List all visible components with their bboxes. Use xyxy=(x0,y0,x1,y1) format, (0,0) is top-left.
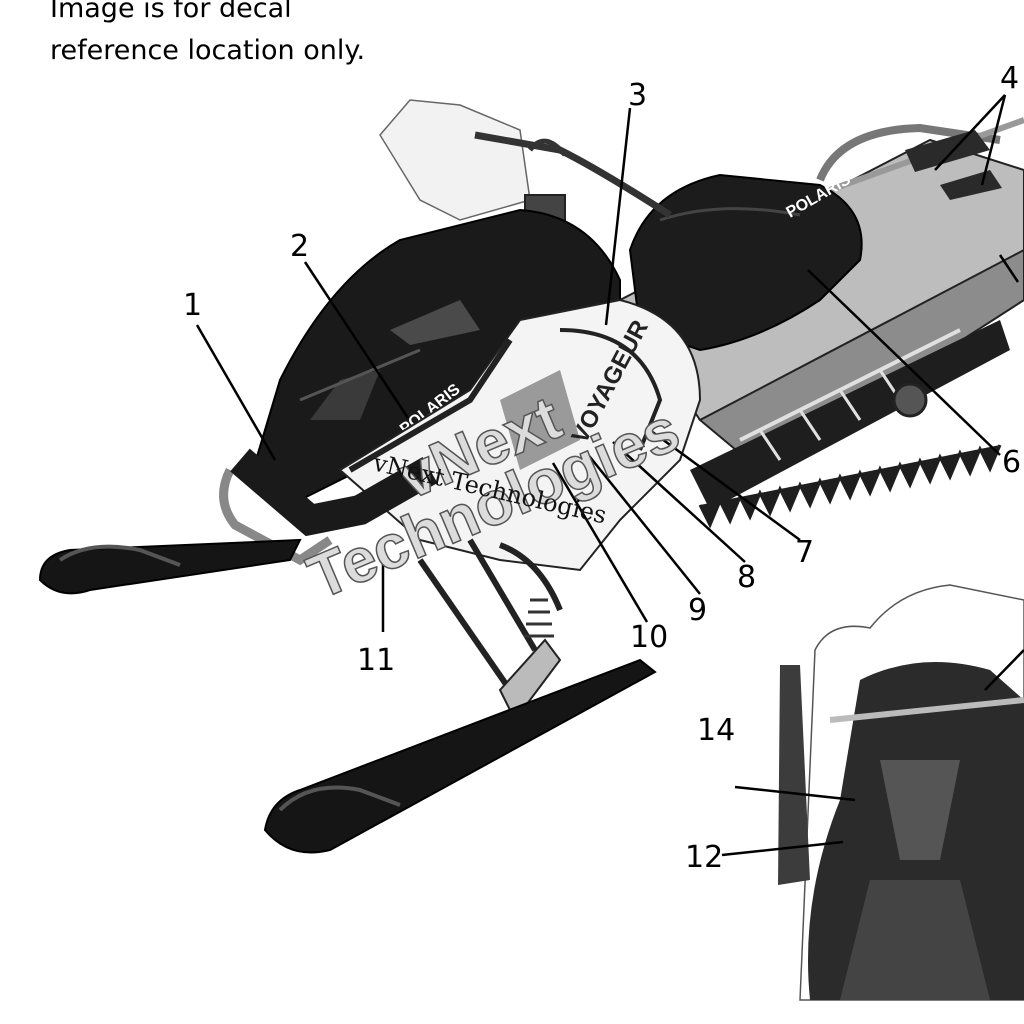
right-ski xyxy=(263,658,657,854)
callout-2: 2 xyxy=(290,229,309,264)
callout-7: 7 xyxy=(795,535,814,570)
callout-11: 11 xyxy=(357,643,395,678)
side-panel: VOYAGEUR xyxy=(338,298,702,572)
callout-leaders xyxy=(195,94,1024,857)
front-view-inset xyxy=(778,584,1024,1001)
reference-note-line2: reference location only. xyxy=(50,35,366,66)
windshield xyxy=(379,99,531,221)
reference-note-line1: Image is for decal xyxy=(50,0,292,24)
rear-rack-pads xyxy=(905,130,1002,200)
callout-14: 14 xyxy=(697,713,735,748)
front-suspension xyxy=(417,538,563,722)
reference-note: Image is for decal reference location on… xyxy=(50,0,365,72)
callout-12: 12 xyxy=(685,840,723,875)
callout-8: 8 xyxy=(737,560,756,595)
callout-1: 1 xyxy=(183,288,202,323)
front-bumper xyxy=(219,448,438,566)
hood: POLARIS xyxy=(248,208,621,502)
snowmobile-main-illustration: POLARIS POLARIS VOYAGEUR xyxy=(38,99,1024,854)
callout-numbers: 1 2 3 4 6 7 8 9 10 11 12 14 xyxy=(183,61,1021,875)
callout-9: 9 xyxy=(688,593,707,628)
callout-6: 6 xyxy=(1002,445,1021,480)
callout-4: 4 xyxy=(1000,61,1019,96)
callout-10: 10 xyxy=(630,620,668,655)
drive-track xyxy=(690,320,1010,529)
left-ski xyxy=(38,538,302,595)
callout-3: 3 xyxy=(628,78,647,113)
